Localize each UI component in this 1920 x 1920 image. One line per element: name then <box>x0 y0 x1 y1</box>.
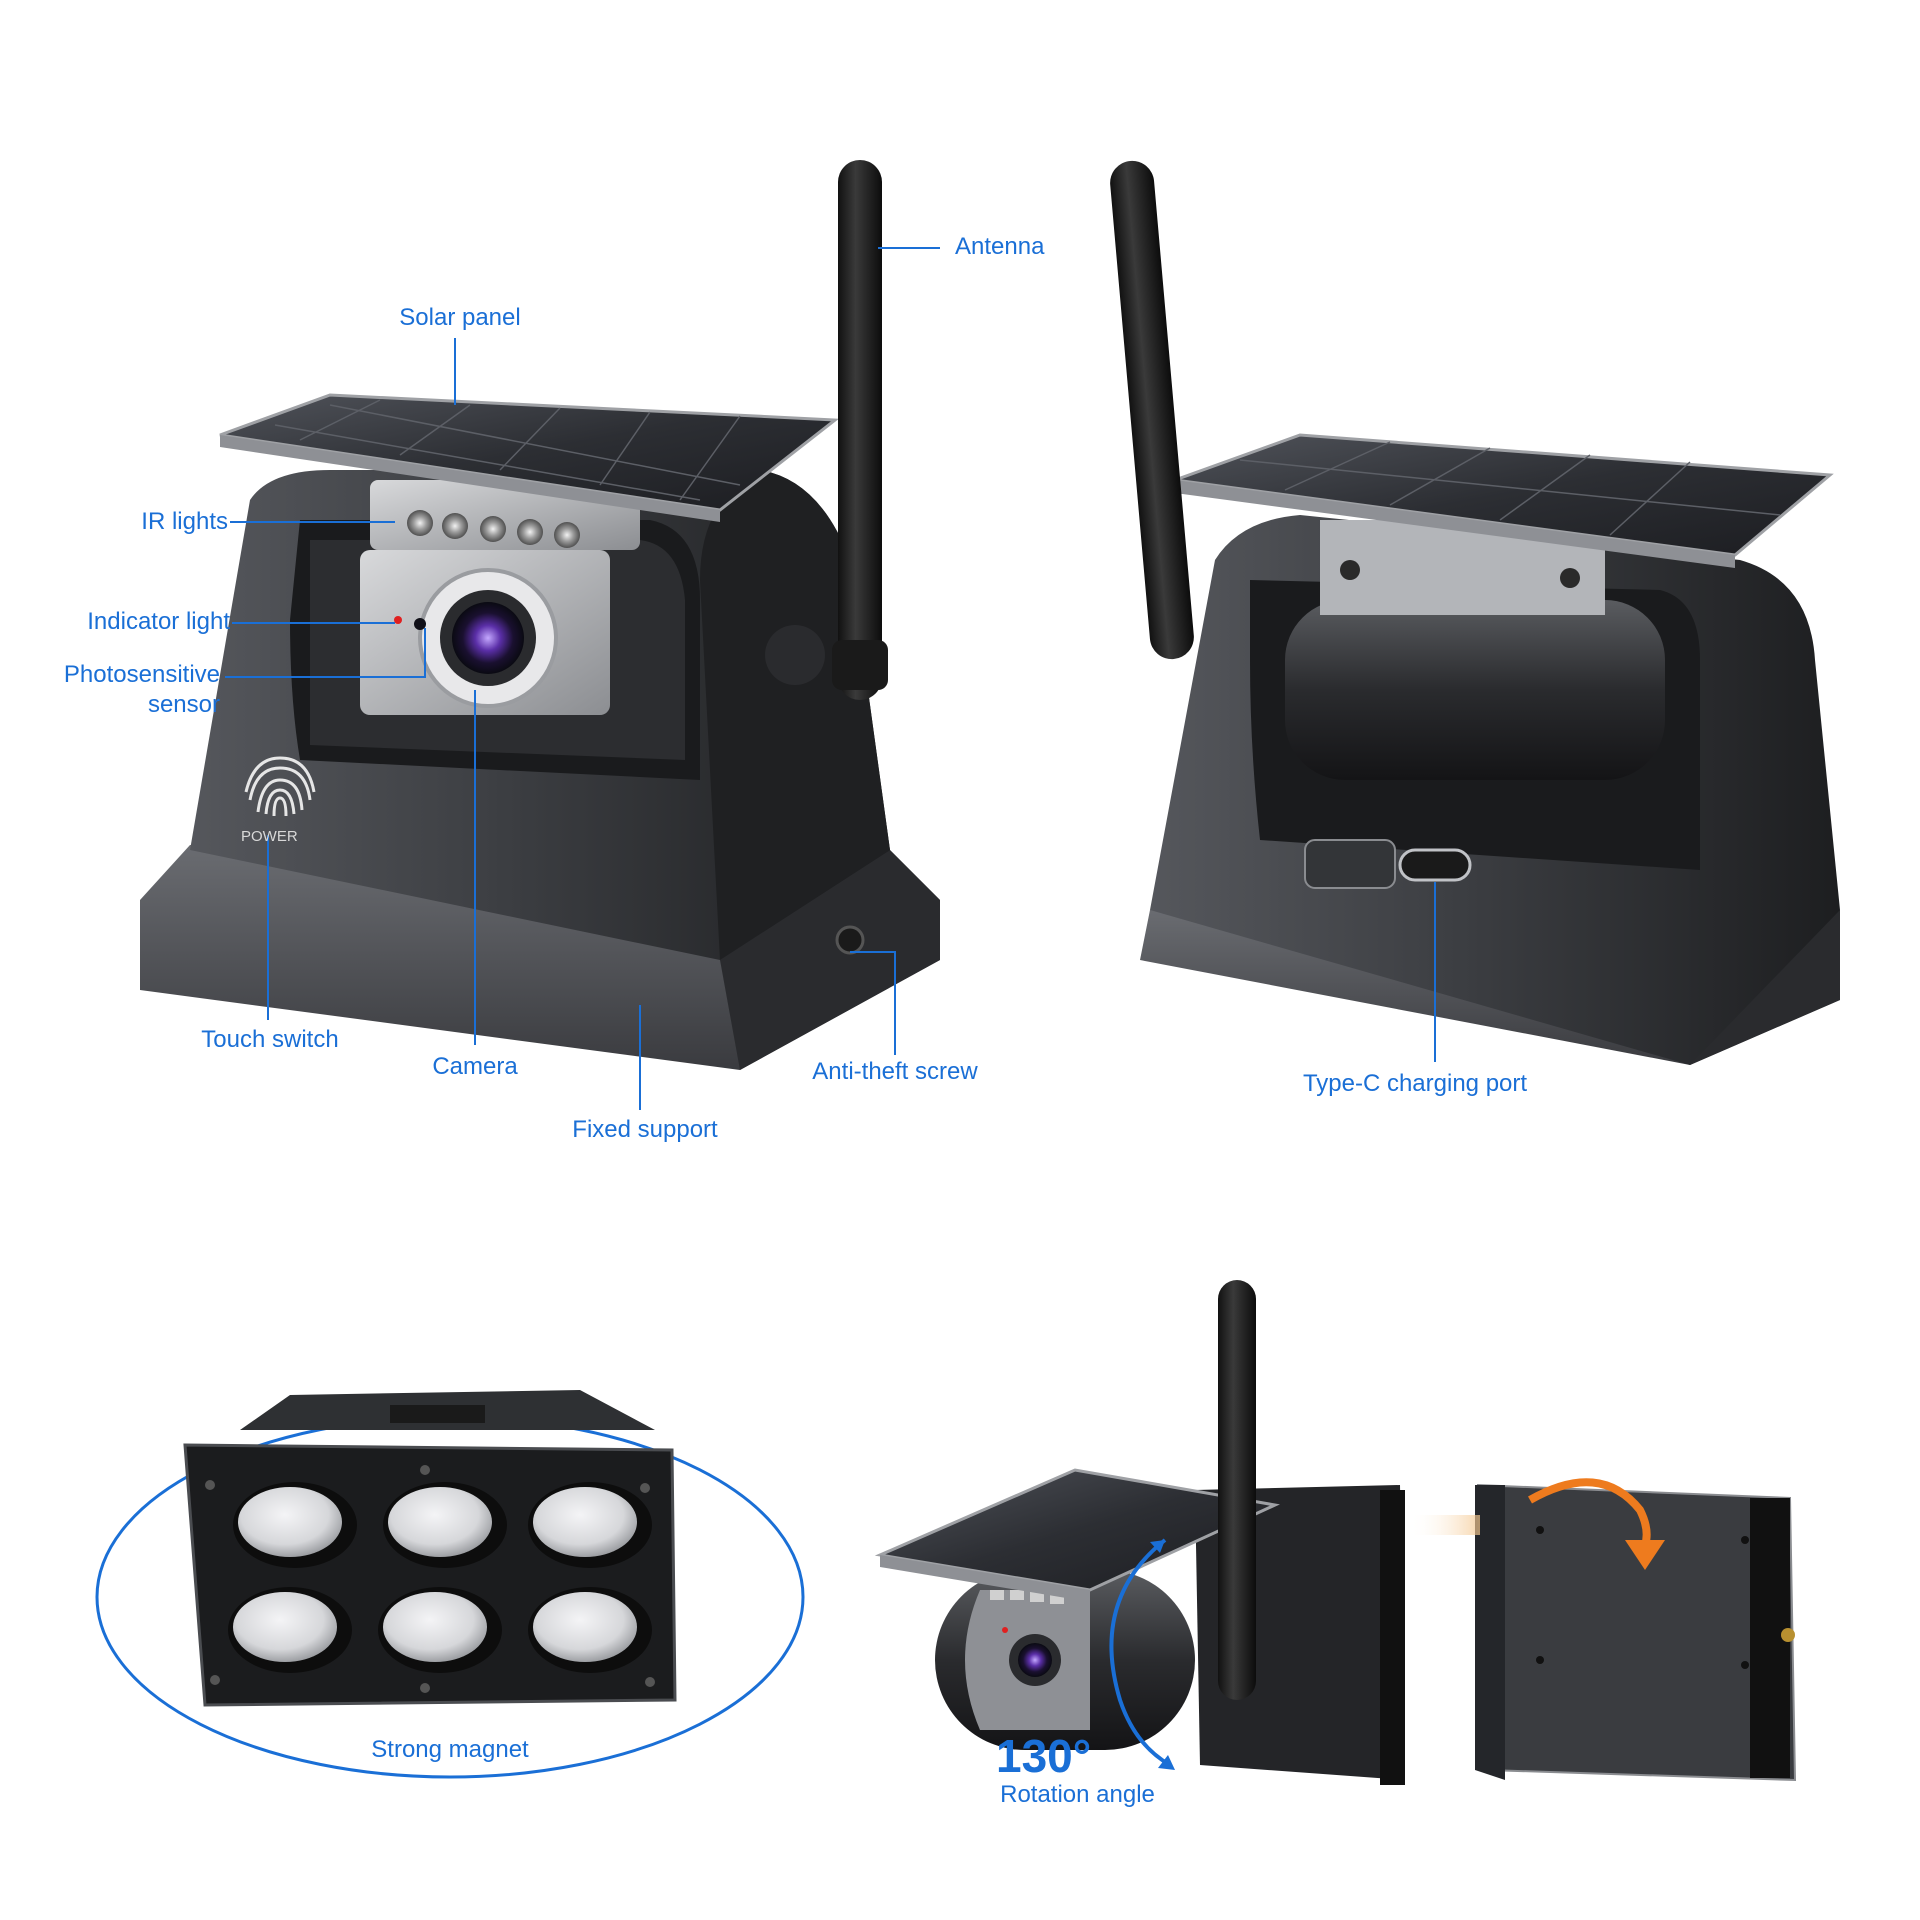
ir-light <box>442 513 468 539</box>
rotation-view <box>874 1280 1797 1785</box>
photosensitive-sensor <box>414 618 426 630</box>
anti-theft-screw <box>835 925 865 955</box>
ir-light <box>517 519 543 545</box>
type-c-port <box>1398 848 1472 882</box>
antenna-back <box>1110 160 1194 660</box>
label-ir-lights: IR lights <box>141 508 228 535</box>
magnets <box>228 1482 652 1673</box>
label-photosensitive-line2: sensor <box>147 691 220 718</box>
label-fixed-support: Fixed support <box>572 1116 718 1143</box>
magnet-view <box>95 1390 805 1779</box>
label-photosensitive-sensor: Photosensitive sensor <box>20 660 220 720</box>
rotation-arrow-icon <box>1109 1538 1171 1767</box>
leader-lines-front <box>225 247 940 1110</box>
antenna <box>838 160 882 700</box>
ir-light <box>554 522 580 548</box>
mounting-plate <box>1476 1483 1797 1782</box>
label-rotation-angle: Rotation angle <box>1000 1781 1155 1808</box>
power-label: POWER <box>241 828 298 845</box>
fingerprint-icon <box>244 756 316 817</box>
label-solar-panel: Solar panel <box>399 304 521 331</box>
indicator-light <box>394 616 402 624</box>
label-photosensitive-line1: Photosensitive <box>63 661 220 688</box>
rotation-value: 130° <box>996 1730 1092 1782</box>
label-anti-theft-screw: Anti-theft screw <box>812 1058 978 1085</box>
label-camera: Camera <box>432 1053 518 1080</box>
ir-light <box>480 516 506 542</box>
label-antenna: Antenna <box>955 233 1045 260</box>
label-strong-magnet: Strong magnet <box>371 1736 529 1763</box>
camera-front-view <box>140 160 940 1070</box>
mount-arrow-icon <box>1528 1478 1651 1547</box>
antenna-rotated <box>1218 1280 1256 1700</box>
rubber-cover <box>1304 839 1396 889</box>
label-type-c-port: Type-C charging port <box>1302 1070 1528 1097</box>
camera-lens <box>452 602 524 674</box>
pivot-roller <box>1285 600 1665 780</box>
label-indicator-light: Indicator light <box>87 608 230 635</box>
ir-light <box>407 510 433 536</box>
label-touch-switch: Touch switch <box>201 1026 339 1053</box>
camera-back-view <box>1110 160 1840 1065</box>
